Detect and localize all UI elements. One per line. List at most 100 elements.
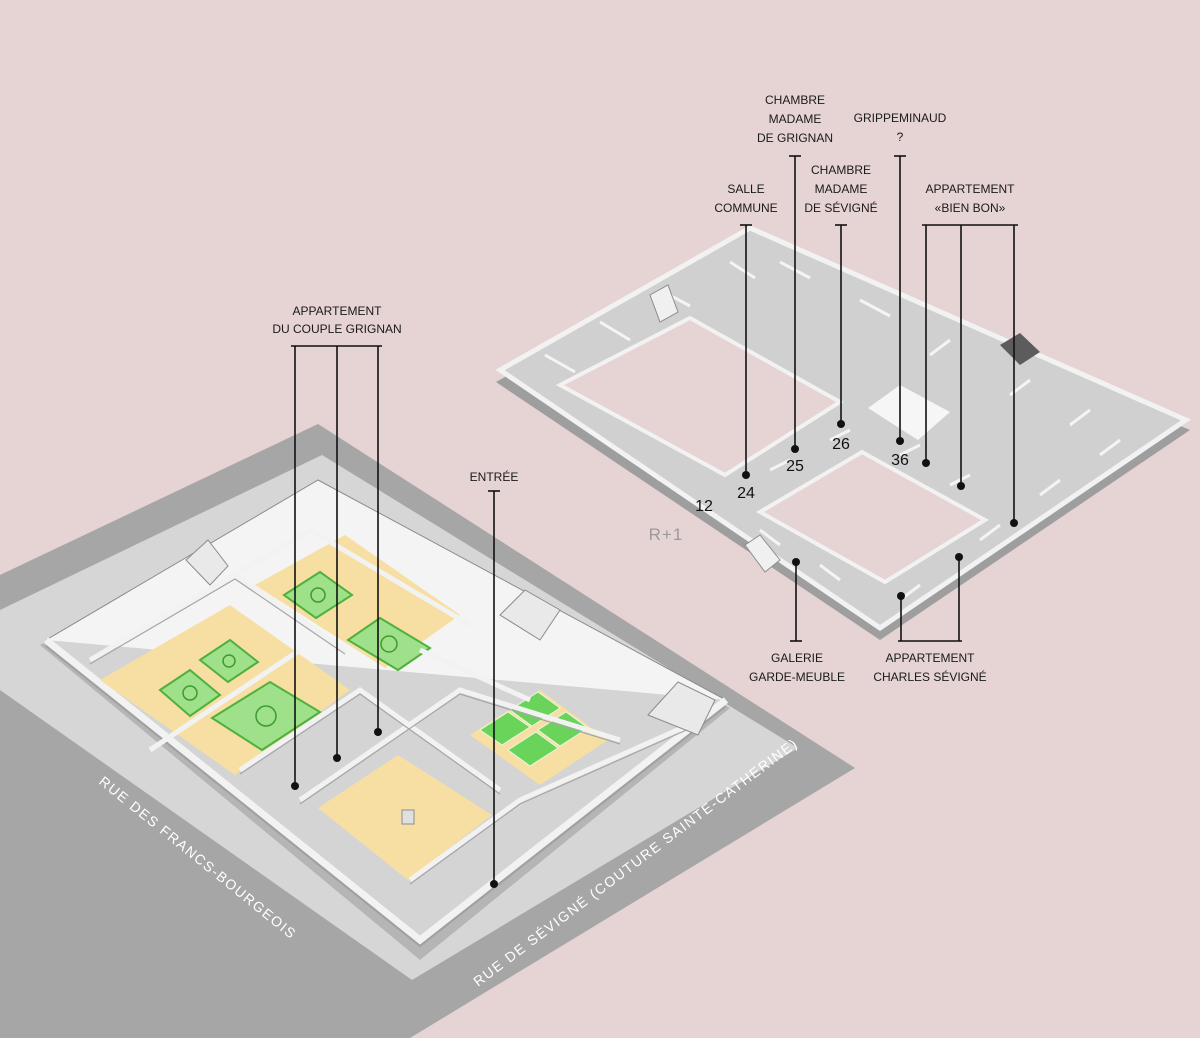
- staircase-block: [185, 539, 229, 586]
- label-couple-grignan-line2: DU COUPLE GRIGNAN: [272, 322, 401, 336]
- wing-wall: [238, 686, 502, 793]
- partition: [949, 473, 971, 487]
- leader-dot: [791, 445, 799, 453]
- parterre: [346, 616, 432, 672]
- callout-grippeminaud: GRIPPEMINAUD ?: [854, 111, 947, 445]
- parterre-ornament: [255, 705, 277, 727]
- callout-entree: ENTRÉE: [470, 469, 519, 888]
- label-entree: ENTRÉE: [470, 469, 519, 484]
- label-charles-line1: APPARTEMENT: [886, 651, 976, 665]
- partition: [639, 463, 661, 482]
- callout-chambre-sevigne: CHAMBRE MADAME DE SÉVIGNÉ: [804, 163, 878, 428]
- parterre-ornament: [182, 685, 198, 701]
- wing-wall: [418, 647, 532, 703]
- label-couple-grignan-line1: APPARTEMENT: [293, 304, 383, 318]
- upper-terrace: [868, 385, 950, 440]
- upper-dark-room: [1000, 333, 1040, 365]
- parterre-ornament: [310, 587, 326, 603]
- leader-dot: [1010, 519, 1018, 527]
- parterre: [210, 680, 322, 752]
- parterres: [158, 570, 432, 752]
- leader-dot: [374, 728, 382, 736]
- label-chambre-grignan-line1: CHAMBRE: [765, 93, 825, 107]
- label-charles-line2: CHARLES SÉVIGNÉ: [873, 669, 986, 684]
- callout-galerie: GALERIE GARDE-MEUBLE: [749, 558, 845, 684]
- upper-partitions: [544, 260, 1121, 602]
- void-edge-south: [755, 449, 989, 585]
- staircase-block: [499, 589, 561, 641]
- partition: [729, 260, 756, 280]
- east-garden-lawns: [479, 691, 589, 767]
- floor-level-label: R+1: [649, 525, 684, 544]
- label-grippeminaud-line1: GRIPPEMINAUD: [854, 111, 947, 125]
- outer-wall-south: [43, 637, 729, 945]
- ground-floor-plan: [0, 424, 855, 1038]
- leader-dot: [742, 471, 750, 479]
- label-chambre-grignan-line3: DE GRIGNAN: [757, 131, 833, 145]
- label-chambre-grignan-line2: MADAME: [769, 112, 822, 126]
- interior-wall-shades: [89, 578, 701, 885]
- callout-chambre-grignan: CHAMBRE MADAME DE GRIGNAN: [757, 93, 833, 453]
- label-salle-commune-line2: COMMUNE: [714, 201, 777, 215]
- leader-dot: [291, 782, 299, 790]
- upper-floor-plan: [495, 225, 1192, 640]
- callout-charles: APPARTEMENT CHARLES SÉVIGNÉ: [873, 553, 987, 684]
- leader-dot: [490, 880, 498, 888]
- room-number-36: 36: [891, 452, 909, 469]
- leader-dot: [922, 459, 930, 467]
- label-chambre-sevigne-line2: MADAME: [815, 182, 868, 196]
- wing-wall-shade: [409, 723, 701, 885]
- wing-wall-shade: [89, 578, 346, 665]
- callout-couple-grignan: APPARTEMENT DU COUPLE GRIGNAN: [272, 304, 402, 790]
- label-bien-bon-line2: «BIEN BON»: [935, 201, 1006, 215]
- wing-wall: [233, 527, 472, 628]
- partition: [1039, 478, 1061, 497]
- label-bien-bon-line1: APPARTEMENT: [926, 182, 1016, 196]
- partition: [899, 443, 921, 457]
- upper-stair: [744, 534, 781, 573]
- partition: [859, 298, 891, 318]
- label-grippeminaud-line2: ?: [897, 130, 904, 144]
- leader-dot: [333, 754, 341, 762]
- partition: [1069, 408, 1091, 427]
- partition: [599, 320, 631, 342]
- partition: [829, 428, 851, 442]
- outer-wall-south-shade: [45, 645, 727, 948]
- lawn-square: [507, 731, 559, 767]
- partition: [769, 458, 791, 472]
- room-number-25: 25: [786, 458, 804, 475]
- parterre: [158, 668, 222, 718]
- wing-wall: [408, 717, 702, 883]
- staircase-block: [647, 681, 716, 736]
- label-galerie-line1: GALERIE: [771, 651, 823, 665]
- label-chambre-sevigne-line1: CHAMBRE: [811, 163, 871, 177]
- wing-wall-shade: [299, 693, 621, 805]
- interior-walls: [88, 527, 702, 883]
- room-number-26: 26: [832, 436, 850, 453]
- callout-bien-bon: APPARTEMENT «BIEN BON»: [922, 182, 1018, 527]
- room-number-12: 12: [695, 498, 713, 515]
- partition: [589, 428, 611, 447]
- parterre: [282, 570, 354, 620]
- leader-dot: [896, 437, 904, 445]
- partition: [1099, 438, 1121, 457]
- partition: [979, 523, 1001, 542]
- partition: [819, 563, 841, 582]
- parterre-ornament: [380, 635, 398, 653]
- upper-void-south: [760, 452, 985, 582]
- parterre: [198, 638, 260, 684]
- leader-dot: [957, 482, 965, 490]
- label-galerie-line2: GARDE-MEUBLE: [749, 670, 845, 684]
- room-number-24: 24: [737, 485, 755, 502]
- label-chambre-sevigne-line3: DE SÉVIGNÉ: [804, 200, 877, 215]
- label-salle-commune-line1: SALLE: [727, 182, 764, 196]
- courtyard-statue: [401, 809, 415, 825]
- leader-dot: [837, 420, 845, 428]
- callout-salle-commune: SALLE COMMUNE: [714, 182, 778, 479]
- parterre-ornament: [222, 654, 236, 668]
- partition: [544, 353, 576, 374]
- wing-wall-shade: [239, 693, 501, 795]
- wing-wall: [298, 687, 621, 803]
